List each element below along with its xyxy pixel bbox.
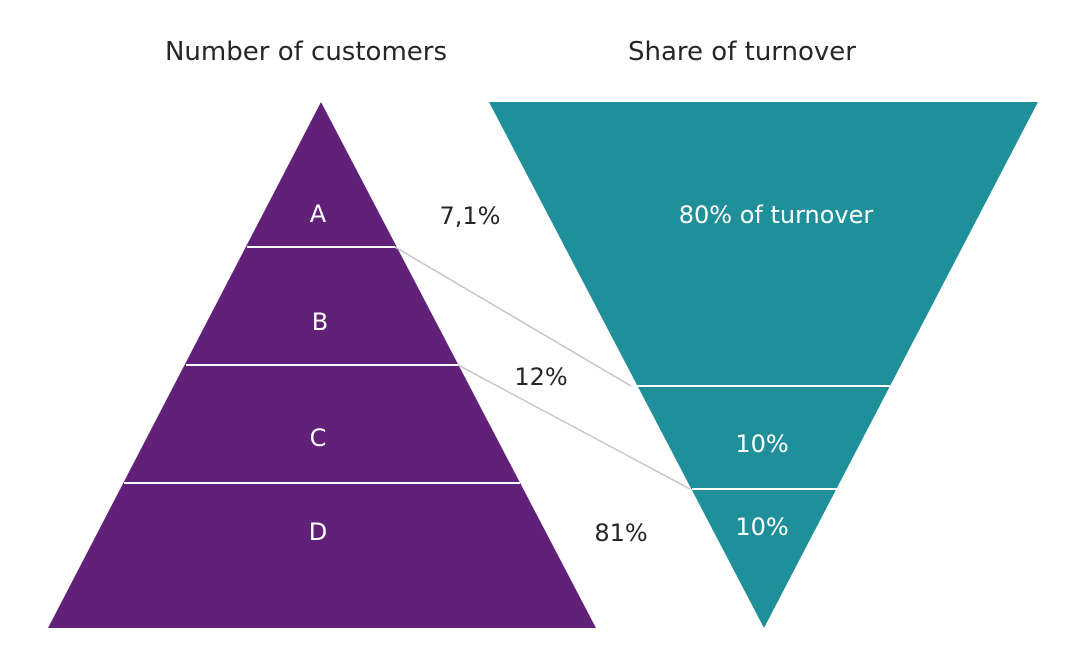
segment-d-share: 81% bbox=[594, 519, 647, 547]
pyramid-segment-b-label: B bbox=[312, 308, 328, 336]
funnel-segment-bottom-label: 10% bbox=[735, 513, 788, 541]
customer-pyramid: A B C D bbox=[48, 102, 596, 628]
connector-line-top bbox=[394, 246, 632, 387]
funnel-shape bbox=[489, 102, 1038, 628]
funnel-segment-top-label: 80% of turnover bbox=[679, 201, 874, 229]
turnover-title: Share of turnover bbox=[628, 37, 856, 67]
turnover-funnel: 80% of turnover 10% 10% bbox=[489, 102, 1038, 628]
customers-title: Number of customers bbox=[165, 37, 447, 67]
segment-a-share: 7,1% bbox=[440, 202, 501, 230]
pyramid-segment-c-label: C bbox=[310, 424, 327, 452]
connector-line-bottom bbox=[457, 364, 691, 490]
pyramid-segment-d-label: D bbox=[309, 518, 327, 546]
segment-b-share: 12% bbox=[514, 363, 567, 391]
pyramid-segment-a-label: A bbox=[310, 200, 327, 228]
funnel-segment-middle-label: 10% bbox=[735, 430, 788, 458]
